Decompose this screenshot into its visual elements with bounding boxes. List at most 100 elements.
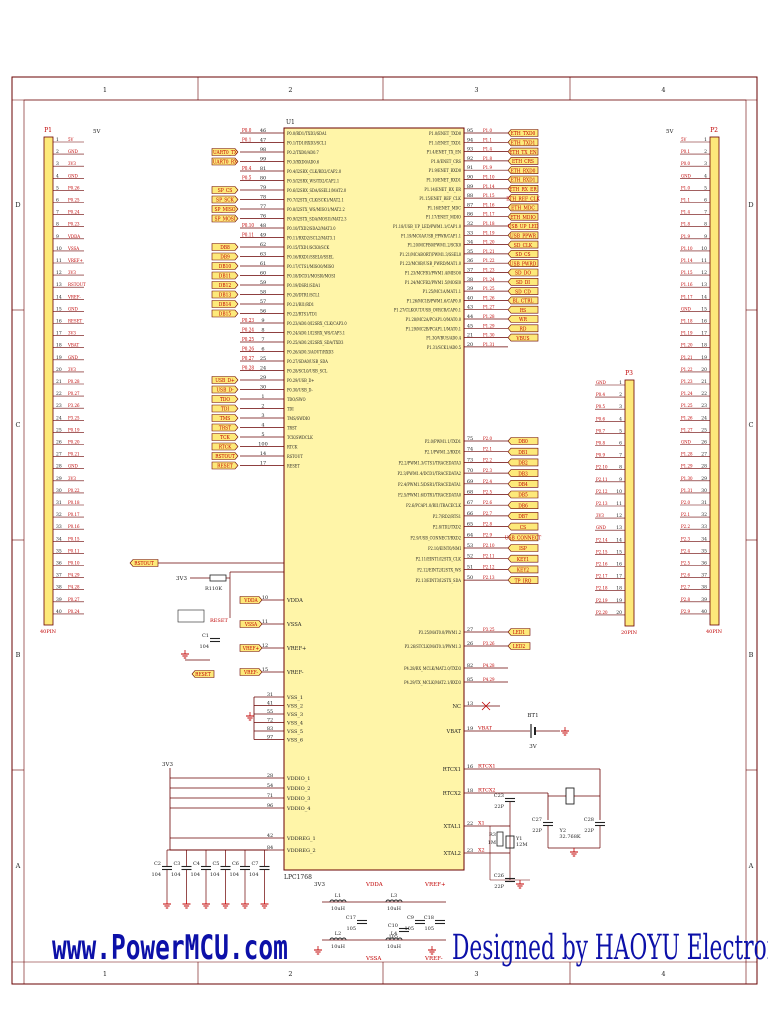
pin-number: 56 [260, 309, 266, 315]
net-flag [507, 157, 539, 165]
pin-net-label: P4.28 [483, 663, 495, 670]
reset-button [177, 609, 205, 623]
connector-pin-number: 10 [56, 246, 62, 252]
net-flag [507, 175, 539, 184]
connector-pin-net: VREF+ [67, 258, 83, 265]
connector-pin-number: 13 [56, 282, 62, 288]
net-flag [507, 533, 539, 542]
column-marker: 1 [103, 86, 107, 94]
pin-number: 76 [260, 214, 266, 220]
pin-number: 81 [260, 166, 266, 172]
pin-name: XTAL1 [444, 824, 461, 830]
connector-pin-net: P1.21 [681, 354, 693, 361]
pin-number: 90 [467, 175, 473, 181]
connector-pin-net: P0.16 [68, 524, 80, 531]
pin-number: 46 [260, 128, 266, 134]
pin-number: 40 [467, 295, 473, 301]
connector-pin-net: P0.25 [68, 197, 80, 204]
connector-pin-number: 40 [56, 609, 62, 615]
capacitor-value: 105 [404, 926, 414, 932]
net-flag-label: ETH_TXD0 [511, 131, 536, 137]
pin-number: 3 [261, 413, 264, 419]
pin-number: 5 [261, 432, 264, 438]
net-flag-label: DB10 [219, 264, 231, 270]
net-flag [211, 205, 239, 213]
connector-pin-net: P0.20 [68, 439, 80, 446]
pin-name: P0.4/I2SRX_CLK/RD2/CAP2.0 [287, 170, 341, 176]
pin-name: VREF- [286, 670, 304, 676]
pin-name: P0.28/SCL0/USB_SCL [287, 369, 327, 375]
connector-pin-net: P2.16 [596, 561, 608, 568]
column-marker: 3 [474, 970, 478, 978]
net-flag [211, 309, 239, 318]
inductor-ref: L1 [335, 893, 342, 899]
pin-name: P1.31/SCK1/AD0.5 [427, 345, 461, 351]
pin-net-label: P1.16 [483, 202, 495, 209]
filter-capacitor-ref: C17 [346, 915, 356, 921]
net-flag-label: ETH_TX_EN [509, 149, 537, 155]
connector-pin-number: 27 [56, 452, 62, 458]
pin-name: P1.8/ENET_CRS [431, 159, 461, 165]
pin-number: 58 [260, 290, 266, 296]
connector-pin-number: 14 [616, 537, 622, 543]
row-marker: A [15, 862, 21, 870]
row-marker: C [749, 421, 754, 429]
pin-name: P1.10/ENET_RXD1 [426, 178, 461, 184]
connector-pin-net: P0.6 [596, 416, 605, 423]
pin-name: P0.17/CTS1/MISO0/MISO [287, 265, 335, 271]
connector-pin-number: 8 [56, 222, 59, 228]
inductor-ref: L3 [391, 893, 398, 899]
connector-pin-number: 15 [701, 306, 707, 312]
pin-net-label: P1.18 [483, 221, 495, 228]
connector-pin-number: 25 [701, 427, 707, 433]
mcu-part: LPC1768 [284, 874, 312, 881]
capacitor-value: 105 [388, 934, 398, 940]
net-flag-label: TCK [220, 435, 230, 441]
pin-number: 92 [467, 156, 473, 162]
connector-pin-number: 27 [701, 452, 707, 458]
xtal-capacitor-ref: C23 [494, 793, 504, 799]
pin-name: VDDA [286, 598, 303, 604]
connector-pin-net: P0.27 [68, 391, 80, 398]
net-flag [211, 271, 239, 280]
connector-pin-number: 11 [56, 258, 62, 264]
pullup-resistor [209, 574, 227, 582]
pin-net-label: P1.22 [483, 258, 495, 265]
net-flag [211, 395, 239, 403]
net-flag-label: SP_CS [218, 188, 233, 194]
connector-pin-number: 7 [619, 453, 622, 459]
connector-pin-number: 18 [701, 343, 707, 349]
pin-name: P1.15/ENET_REF_CLK [419, 197, 461, 203]
pin-name: P2.3/PWM1.4/DCD1/TRACEDATA2 [398, 472, 462, 478]
connector-pin-number: 34 [701, 536, 707, 542]
rtc-capacitor-ref: C28 [584, 817, 594, 823]
pin-name: P0.27/SDA0/USB_SDA [287, 360, 329, 366]
pin-number: 57 [260, 299, 266, 305]
column-marker: 2 [288, 970, 292, 978]
net-label: P0.27 [242, 356, 254, 363]
pin-number: 26 [467, 641, 473, 647]
connector-pin-net: P1.27 [681, 427, 693, 434]
connector-pin-number: 36 [701, 561, 707, 567]
inductor-coil [341, 937, 347, 941]
pin-number: 37 [467, 268, 473, 274]
connector-p1-power: 5V [93, 129, 101, 135]
pin-number: 93 [467, 147, 473, 153]
pin-net-label: P3.25 [483, 627, 495, 634]
connector-pin-number: 22 [701, 391, 707, 397]
net-flag-label: KEY2 [517, 567, 529, 573]
net-flag [211, 385, 239, 394]
net-flag-label: DB12 [219, 283, 231, 289]
net-flag-label: TRST [219, 425, 232, 431]
pin-number: 53 [467, 543, 473, 549]
net-flag-label: DB1 [518, 450, 528, 456]
net-label: P0.23 [242, 318, 254, 325]
connector-pin-net: P2.12 [596, 488, 608, 495]
filter-net-vrefp: VREF+ [424, 882, 446, 888]
decoupling-capacitor-ref: C7 [251, 861, 258, 867]
connector-pin-net: P4.29 [68, 572, 80, 579]
connector-pin-net: P0.24 [68, 608, 80, 615]
pin-name: P1.24/MCFB2/PWM1.5/MOSI0 [405, 280, 461, 286]
connector-pin-net: P2.14 [596, 537, 608, 544]
net-flag [211, 423, 239, 432]
